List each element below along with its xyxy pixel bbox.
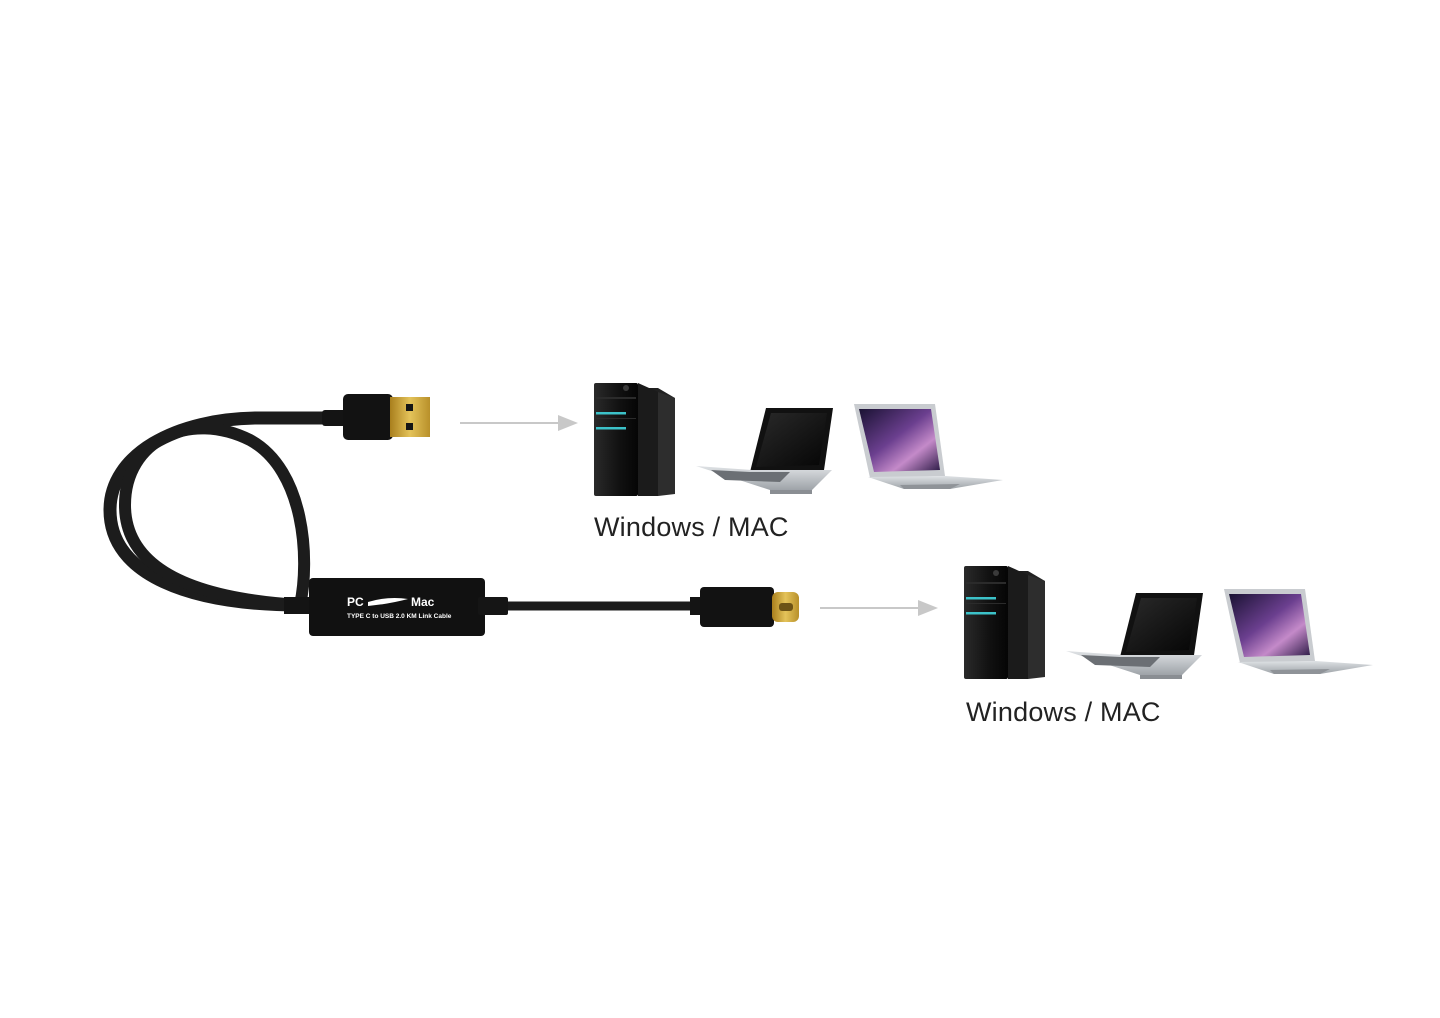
cable bbox=[103, 411, 352, 612]
adapter-subtitle: TYPE C to USB 2.0 KM Link Cable bbox=[347, 613, 452, 620]
adapter-left-label: PC bbox=[347, 595, 364, 609]
windows-laptop-icon bbox=[696, 408, 833, 494]
usb-a-connector-icon bbox=[322, 394, 430, 440]
target-label-2: Windows / MAC bbox=[966, 697, 1161, 727]
windows-laptop-icon bbox=[1066, 593, 1203, 679]
macbook-icon bbox=[1224, 589, 1373, 674]
device-group-2 bbox=[964, 566, 1373, 679]
cable-strain-relief-left bbox=[284, 597, 312, 614]
desktop-tower-icon bbox=[594, 383, 675, 496]
arrow-right-icon bbox=[460, 415, 578, 431]
macbook-icon bbox=[854, 404, 1003, 489]
adapter-box bbox=[309, 578, 485, 636]
target-label-1: Windows / MAC bbox=[594, 512, 789, 542]
device-group-1 bbox=[594, 383, 1003, 496]
swoosh-icon bbox=[368, 598, 408, 606]
arrow-right-icon bbox=[820, 600, 938, 616]
usb-c-connector-icon bbox=[690, 587, 799, 627]
desktop-tower-icon bbox=[964, 566, 1045, 679]
adapter-right-label: Mac bbox=[411, 595, 435, 609]
